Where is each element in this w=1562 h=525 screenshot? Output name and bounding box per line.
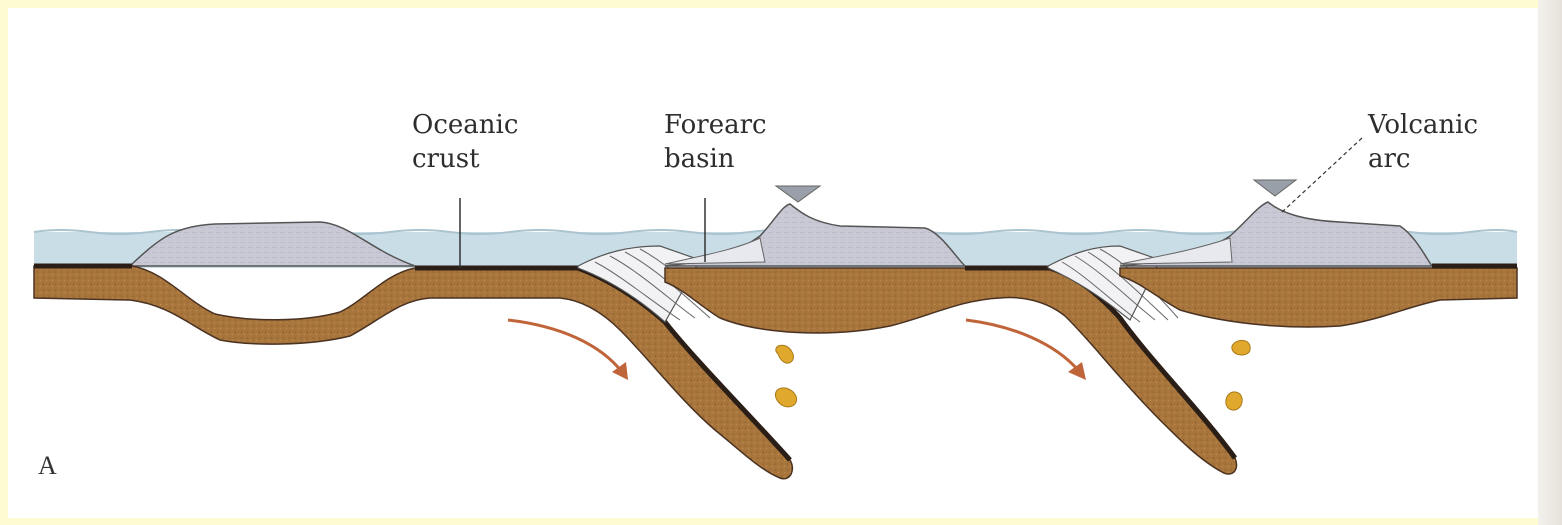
label-forearc-basin-line1: Forearc xyxy=(664,110,767,140)
leader-line-volcanic-arc xyxy=(1280,138,1362,214)
volcano-plume-icon-middle xyxy=(776,186,820,202)
label-oceanic-crust-line1: Oceanic xyxy=(412,110,518,140)
continental-crust-right xyxy=(1120,268,1517,327)
subduction-arrow-right xyxy=(966,320,1078,370)
subduction-arrowhead-right xyxy=(1068,362,1086,380)
magma-blob xyxy=(1226,392,1242,410)
panel-letter: A xyxy=(38,451,57,480)
label-oceanic-crust-line2: crust xyxy=(412,144,480,174)
label-volcanic-arc-line2: arc xyxy=(1368,144,1411,174)
volcano-plume-icon-right xyxy=(1254,180,1296,196)
magma-blob xyxy=(775,388,796,407)
subduction-arrow-left xyxy=(508,320,622,372)
label-volcanic-arc-line1: Volcanic xyxy=(1367,110,1478,140)
label-forearc-basin-line2: basin xyxy=(664,144,735,174)
magma-blob xyxy=(776,345,794,363)
magma-blob xyxy=(1232,340,1250,355)
